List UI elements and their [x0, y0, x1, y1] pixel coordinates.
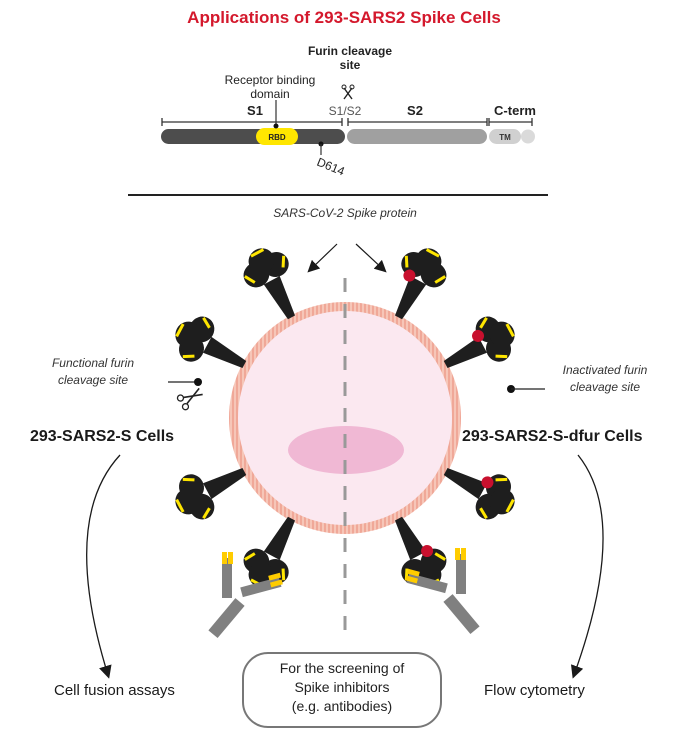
- rbd-label-line1: Receptor binding: [224, 73, 316, 87]
- application-cell-fusion: Cell fusion assays: [54, 682, 175, 699]
- antibody-icon: [208, 552, 283, 639]
- tm-domain: [489, 129, 521, 144]
- tm-tag: TM: [499, 133, 511, 142]
- spike-protein: [243, 516, 296, 588]
- s2-label: S2: [407, 103, 423, 118]
- inactivated-furin-site: [481, 476, 494, 489]
- right-furin-annotation: Inactivated furin cleavage site: [540, 362, 670, 396]
- arrow-cell-fusion: [86, 454, 121, 679]
- s1s2-label: S1/S2: [328, 104, 362, 118]
- left-annotation-line1: Functional furin: [51, 356, 135, 370]
- figure-title: Applications of 293-SARS2 Spike Cells: [187, 8, 501, 27]
- arrow-right: [355, 243, 387, 273]
- spike-protein: [175, 467, 247, 520]
- cterm-label: C-term: [494, 103, 536, 118]
- right-annotation-line2: cleavage site: [569, 380, 641, 394]
- screening-line1: For the screening of: [279, 660, 405, 676]
- domain-brackets: [161, 118, 533, 126]
- scissors-icon: [176, 387, 203, 411]
- scissors-icon: [341, 84, 355, 100]
- inactivated-furin-site: [472, 329, 485, 342]
- spike-protein: [243, 248, 296, 320]
- right-cell-name: 293-SARS2-S-dfur Cells: [462, 428, 643, 445]
- s2-domain-bar: [347, 129, 487, 144]
- furin-label-line1: Furin cleavage: [307, 44, 393, 58]
- screening-line2: Spike inhibitors: [294, 679, 390, 695]
- spike-protein: [443, 316, 515, 369]
- rbd-label: Receptor binding domain: [210, 73, 330, 101]
- left-annotation-line2: cleavage site: [57, 373, 129, 387]
- inactivated-furin-site: [421, 545, 434, 558]
- inactivated-furin-site: [403, 269, 416, 282]
- screening-line3: (e.g. antibodies): [291, 698, 393, 714]
- s1-domain-bar: [161, 129, 345, 144]
- left-furin-annotation: Functional furin cleavage site: [28, 355, 158, 389]
- rbd-domain: [256, 128, 298, 145]
- spike-protein: [394, 248, 447, 320]
- arrow-left: [307, 243, 338, 273]
- spike-protein: [175, 316, 247, 369]
- left-cell-name: 293-SARS2-S Cells: [30, 428, 175, 445]
- furin-label-line2: site: [339, 58, 361, 72]
- cell-nucleus: [288, 426, 404, 474]
- rbd-label-line2: domain: [250, 87, 290, 101]
- furin-cleavage-label: Furin cleavage site: [300, 44, 400, 72]
- s1-label: S1: [247, 103, 263, 118]
- right-annotation-line1: Inactivated furin: [562, 363, 648, 377]
- antibody-icon: [405, 548, 480, 635]
- arrow-flow-cytometry: [570, 454, 604, 679]
- d614-label: D614: [315, 155, 347, 179]
- spike-protein-caption: SARS-CoV-2 Spike protein: [273, 206, 417, 220]
- cterm-tail: [521, 129, 535, 144]
- screening-box: For the screening of Spike inhibitors (e…: [242, 652, 442, 728]
- application-flow-cytometry: Flow cytometry: [484, 682, 585, 699]
- rbd-tag: RBD: [268, 133, 286, 142]
- spike-protein: [443, 467, 515, 520]
